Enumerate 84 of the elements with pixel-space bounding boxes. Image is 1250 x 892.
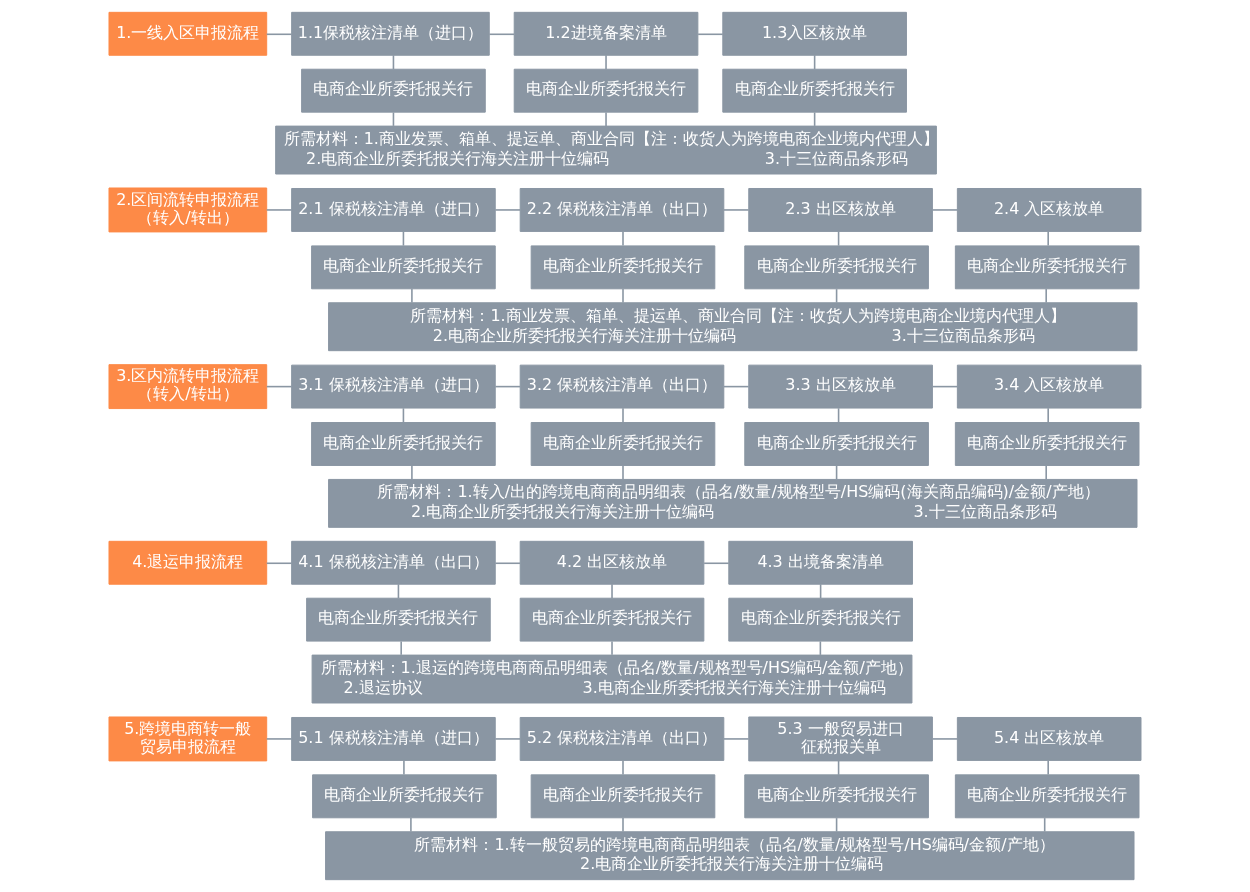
connector — [622, 464, 624, 480]
connector — [723, 209, 750, 211]
node-box: 电商企业所委托报关行 — [530, 422, 716, 466]
node-box: 4.3 出境备案清单 — [728, 540, 913, 585]
node-box: 电商企业所委托报关行 — [728, 597, 913, 642]
connector — [265, 209, 293, 211]
node-box: 电商企业所委托报关行 — [744, 245, 929, 290]
node-box: 电商企业所委托报关行 — [744, 422, 929, 466]
connector — [622, 759, 624, 776]
node-box: 电商企业所委托报关行 — [530, 774, 716, 819]
connector — [611, 583, 613, 599]
connector — [400, 640, 402, 656]
connector — [611, 640, 613, 656]
node-box: 3.3 出区核放单 — [748, 364, 933, 409]
connector — [265, 385, 293, 388]
node-box: 2.1 保税核注清单（进口） — [291, 188, 496, 232]
node-box: 5.1 保税核注清单（进口） — [291, 717, 496, 761]
node-box: 1.一线入区申报流程 — [108, 11, 268, 56]
connector — [622, 230, 624, 247]
node-box: 1.2进境备案清单 — [513, 11, 699, 56]
connector — [411, 464, 413, 480]
connector — [494, 385, 521, 388]
connector — [403, 759, 405, 776]
node-box: 2.4 入区核放单 — [956, 188, 1142, 232]
node-box: 5.4 出区核放单 — [956, 717, 1142, 761]
connector — [723, 385, 750, 388]
node-box: 1.3入区核放单 — [722, 11, 907, 56]
connector — [605, 54, 607, 70]
node-box: 电商企业所委托报关行 — [301, 68, 486, 113]
connector — [931, 209, 959, 211]
node-box: 1.1保税核注清单（进口） — [291, 11, 490, 56]
node-box: 所需材料：1.退运的跨境电商商品明细表（品名/数量/规格型号/HS编码/金额/产地） 2.退运协议 3.电商企业所委托报关行海关注册十位编码 — [311, 654, 913, 704]
node-box: 所需材料：1.商业发票、箱单、提运单、商业合同【注：收货人为跨境电商企业境内代理人】 2.电商企业所委托报关行海关注册十位编码 3.十三位商品条形码 — [275, 125, 937, 175]
connector — [1047, 230, 1049, 247]
connector — [494, 738, 521, 740]
connector — [622, 407, 624, 424]
node-box: 5.2 保税核注清单（出口） — [519, 717, 725, 761]
connector — [265, 33, 293, 36]
node-box: 2.区间流转申报流程（转入/转出） — [108, 187, 268, 233]
node-box: 电商企业所委托报关行 — [530, 245, 716, 290]
node-box: 3.2 保税核注清单（出口） — [519, 364, 725, 409]
node-box: 4.退运申报流程 — [108, 540, 268, 585]
node-box: 2.2 保税核注清单（出口） — [519, 188, 725, 232]
node-box: 电商企业所委托报关行 — [744, 774, 929, 819]
node-box: 所需材料：1.商业发票、箱单、提运单、商业合同【注：收货人为跨境电商企业境内代理人】 2.电商企业所委托报关行海关注册十位编码 3.十三位商品条形码 — [328, 302, 1138, 352]
connector — [488, 33, 515, 36]
node-box: 电商企业所委托报关行 — [312, 774, 497, 819]
node-box: 电商企业所委托报关行 — [311, 245, 496, 290]
connector — [1045, 288, 1047, 304]
connector — [931, 738, 959, 740]
node-box: 4.1 保税核注清单（出口） — [291, 540, 496, 585]
connector — [265, 738, 293, 740]
node-box: 电商企业所委托报关行 — [311, 422, 496, 466]
connector — [697, 33, 724, 36]
connector — [1047, 407, 1049, 424]
node-box: 电商企业所委托报关行 — [722, 68, 907, 113]
node-box: 电商企业所委托报关行 — [954, 245, 1140, 290]
node-box: 3.区内流转申报流程（转入/转出） — [108, 364, 268, 410]
connector — [1047, 759, 1049, 776]
node-box: 3.4 入区核放单 — [956, 364, 1142, 409]
connector — [723, 738, 750, 740]
node-box: 电商企业所委托报关行 — [954, 774, 1140, 819]
connector — [703, 562, 730, 565]
node-box: 5.跨境电商转一般贸易申报流程 — [108, 716, 268, 762]
node-box: 2.3 出区核放单 — [748, 188, 933, 232]
connector — [622, 288, 624, 304]
node-box: 电商企业所委托报关行 — [513, 68, 699, 113]
node-box: 电商企业所委托报关行 — [954, 422, 1140, 466]
node-box: 3.1 保税核注清单（进口） — [291, 364, 496, 409]
connector — [1045, 464, 1047, 480]
node-box: 5.3 一般贸易进口征税报关单 — [748, 716, 933, 762]
connector — [411, 288, 413, 304]
connector — [494, 209, 521, 211]
connector — [265, 562, 293, 565]
node-box: 所需材料：1.转入/出的跨境电商商品明细表（品名/数量/规格型号/HS编码(海关商品编码)/金额/产地） 2.电商企业所委托报关行海关注册十位编码 3.十三位商品条形码 — [328, 478, 1138, 528]
node-box: 电商企业所委托报关行 — [306, 597, 491, 642]
connector — [931, 385, 959, 388]
connector — [494, 562, 521, 565]
connector — [605, 111, 607, 127]
node-box: 所需材料：1.转一般贸易的跨境电商商品明细表（品名/数量/规格型号/HS编码/金额/产地） 2.电商企业所委托报关行海关注册十位编码 — [325, 831, 1135, 881]
node-box: 4.2 出区核放单 — [519, 540, 705, 585]
connector — [622, 817, 624, 833]
node-box: 电商企业所委托报关行 — [519, 597, 705, 642]
connector — [410, 817, 412, 833]
